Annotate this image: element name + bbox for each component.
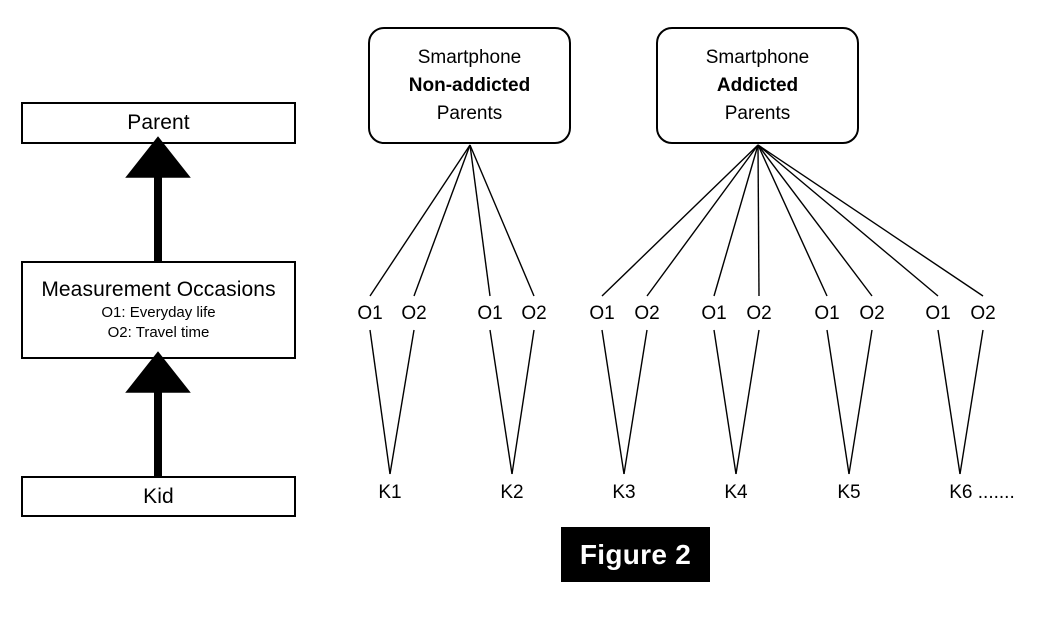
measurement-occasions-box: Measurement Occasions O1: Everyday life … xyxy=(21,261,296,359)
occasion-label-na-3: O1 xyxy=(477,303,503,324)
smartphone-addicted-parents-box: Smartphone Addicted Parents xyxy=(656,27,859,144)
kid-label-k2: K2 xyxy=(500,482,524,503)
occasion-label-ad-2: O2 xyxy=(634,303,660,324)
figure-caption: Figure 2 xyxy=(561,527,710,582)
measurement-occasion-o2: O2: Travel time xyxy=(107,324,210,341)
occasion-label-na-1: O1 xyxy=(357,303,383,324)
measurement-occasion-o1: O1: Everyday life xyxy=(101,304,216,321)
fan-lines-non-addicted xyxy=(369,144,535,297)
occasion-label-ad-3: O1 xyxy=(701,303,727,324)
kid-label-k4: K4 xyxy=(724,482,748,503)
kid-box: Kid xyxy=(21,476,296,517)
occasion-label-na-2: O2 xyxy=(401,303,427,324)
kid-label-k6: K6 ....... xyxy=(949,482,1015,503)
kid-label-k5: K5 xyxy=(837,482,861,503)
occasion-label-ad-8: O2 xyxy=(970,303,996,324)
smartphone-non-addicted-parents-box: Smartphone Non-addicted Parents xyxy=(368,27,571,144)
occasion-label-ad-7: O1 xyxy=(925,303,951,324)
kid-box-label: Kid xyxy=(143,484,174,508)
addicted-title-line2: Addicted xyxy=(716,74,799,96)
occasion-label-ad-4: O2 xyxy=(746,303,772,324)
addicted-title-line1: Smartphone xyxy=(705,46,810,68)
occasion-label-ad-1: O1 xyxy=(589,303,615,324)
non-addicted-title-line2: Non-addicted xyxy=(408,74,531,96)
parent-box: Parent xyxy=(21,102,296,144)
kid-label-k3: K3 xyxy=(612,482,636,503)
occasion-label-ad-5: O1 xyxy=(814,303,840,324)
kid-label-k1: K1 xyxy=(378,482,402,503)
v-connectors-occasions-to-kids xyxy=(369,329,984,475)
occasion-label-na-4: O2 xyxy=(521,303,547,324)
measurement-occasions-title: Measurement Occasions xyxy=(41,278,276,301)
non-addicted-title-line1: Smartphone xyxy=(417,46,522,68)
non-addicted-title-line3: Parents xyxy=(436,102,503,124)
fan-lines-addicted xyxy=(601,144,984,297)
occasion-label-ad-6: O2 xyxy=(859,303,885,324)
addicted-title-line3: Parents xyxy=(724,102,791,124)
parent-box-label: Parent xyxy=(127,111,190,134)
